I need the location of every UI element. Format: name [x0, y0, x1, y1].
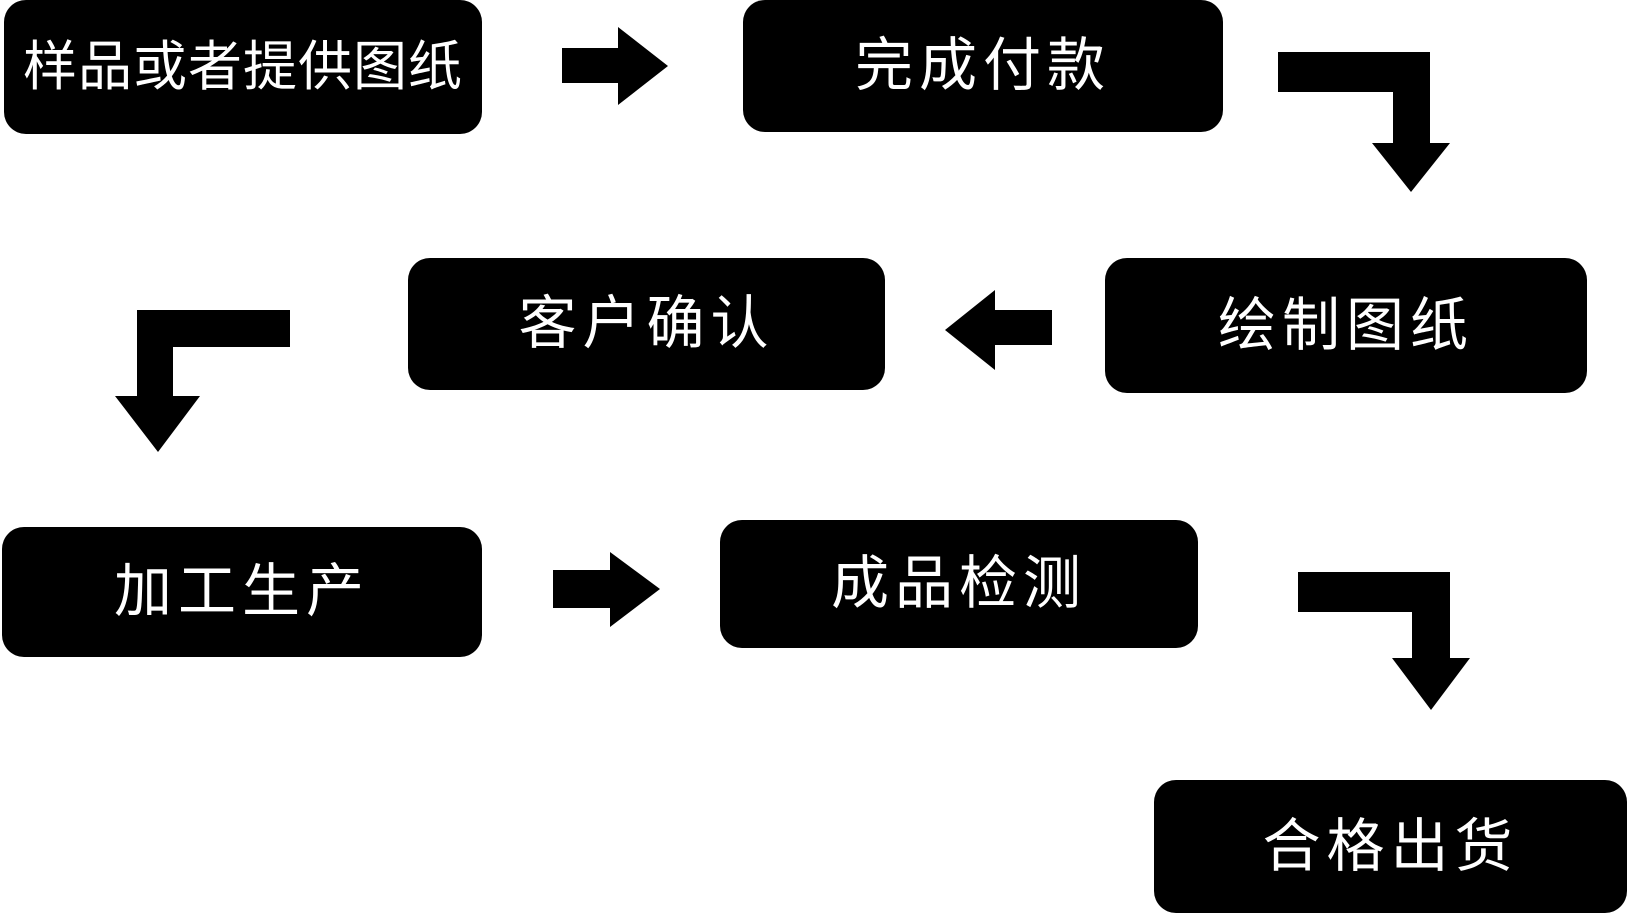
arrow-drawing-to-confirmation-icon	[945, 290, 1052, 370]
node-label: 客户确认	[518, 291, 775, 356]
arrow-production-to-inspection-icon	[553, 552, 660, 627]
arrow-payment-to-drawing-icon	[1278, 52, 1450, 192]
node-label: 加工生产	[113, 559, 370, 624]
node-processing-production: 加工生产	[2, 527, 482, 657]
node-complete-payment: 完成付款	[743, 0, 1223, 132]
node-draw-drawings: 绘制图纸	[1105, 258, 1587, 393]
node-label: 样品或者提供图纸	[23, 37, 463, 97]
arrow-inspection-to-shipment-icon	[1298, 572, 1470, 710]
node-label: 成品检测	[830, 551, 1087, 616]
node-label: 绘制图纸	[1217, 292, 1474, 358]
node-sample-or-provide-drawing: 样品或者提供图纸	[4, 0, 482, 134]
node-finished-product-inspection: 成品检测	[720, 520, 1198, 648]
arrow-confirmation-to-production-icon	[115, 310, 290, 452]
node-qualified-shipment: 合格出货	[1154, 780, 1627, 913]
arrow-sample-to-payment-icon	[562, 27, 668, 105]
node-customer-confirmation: 客户确认	[408, 258, 885, 390]
node-label: 合格出货	[1262, 813, 1519, 879]
node-label: 完成付款	[854, 33, 1111, 98]
